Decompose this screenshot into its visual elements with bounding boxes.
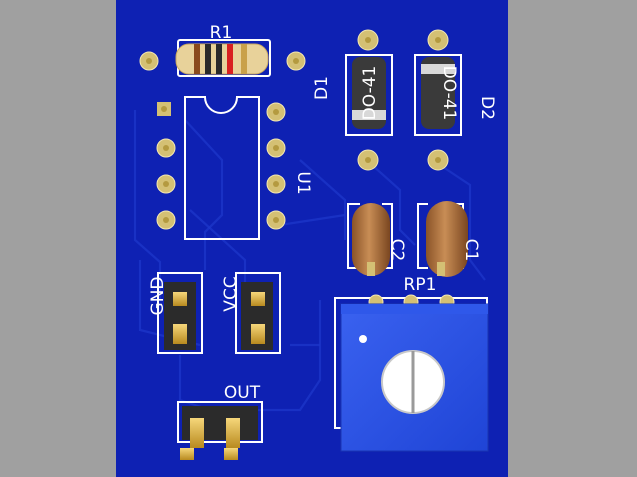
diode-d2[interactable]: DO-41 D2	[414, 29, 497, 171]
rp1-designator: RP1	[404, 275, 437, 295]
capacitor-icon	[352, 203, 390, 276]
potentiometer-rp1[interactable]: RP1	[334, 275, 489, 452]
vcc-label: VCC	[221, 276, 241, 311]
c1-designator: C1	[461, 239, 481, 262]
u1-designator: U1	[293, 171, 313, 194]
gnd-label: GND	[148, 277, 168, 316]
header-out[interactable]: OUT	[177, 383, 263, 460]
ic-u1[interactable]: U1	[156, 96, 313, 240]
d2-designator: D2	[477, 96, 497, 120]
d1-designator: D1	[312, 76, 332, 100]
ic-icon	[184, 96, 260, 240]
capacitor-c2[interactable]: C2	[347, 203, 407, 276]
c2-designator: C2	[387, 239, 407, 262]
d1-package: DO-41	[360, 66, 380, 121]
r1-designator: R1	[210, 23, 233, 43]
diode-d1[interactable]: DO-41 D1	[312, 29, 393, 171]
out-label: OUT	[224, 383, 261, 403]
d2-package: DO-41	[439, 66, 459, 121]
capacitor-c1[interactable]: C1	[417, 201, 481, 277]
header-gnd[interactable]: GND	[148, 272, 203, 354]
resistor-r1[interactable]: R1	[139, 23, 306, 77]
header-vcc[interactable]: VCC	[221, 272, 281, 354]
